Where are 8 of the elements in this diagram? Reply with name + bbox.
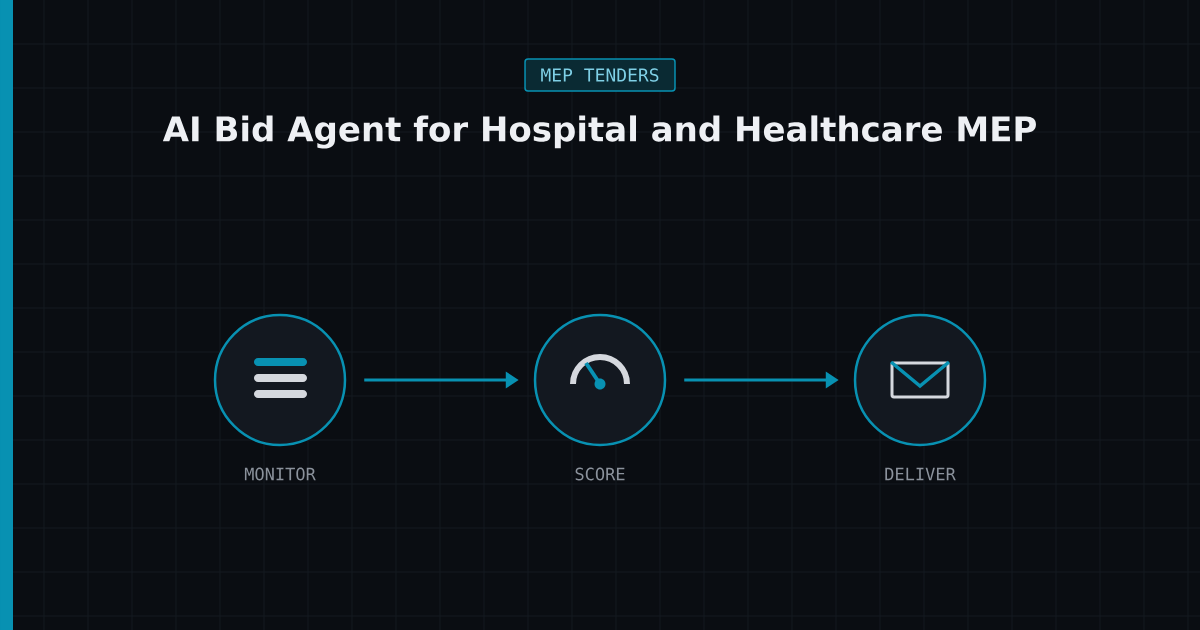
- step-circle: [853, 313, 987, 447]
- step-label: DELIVER: [885, 467, 956, 481]
- title: AI Bid Agent for Hospital and Healthcare MEP: [162, 115, 1036, 149]
- step-circle: [213, 313, 347, 447]
- step-label: SCORE: [575, 467, 625, 481]
- tag-badge: MEP TENDERS: [524, 58, 676, 92]
- step-circle: [533, 313, 667, 447]
- step-label: MONITOR: [244, 467, 316, 481]
